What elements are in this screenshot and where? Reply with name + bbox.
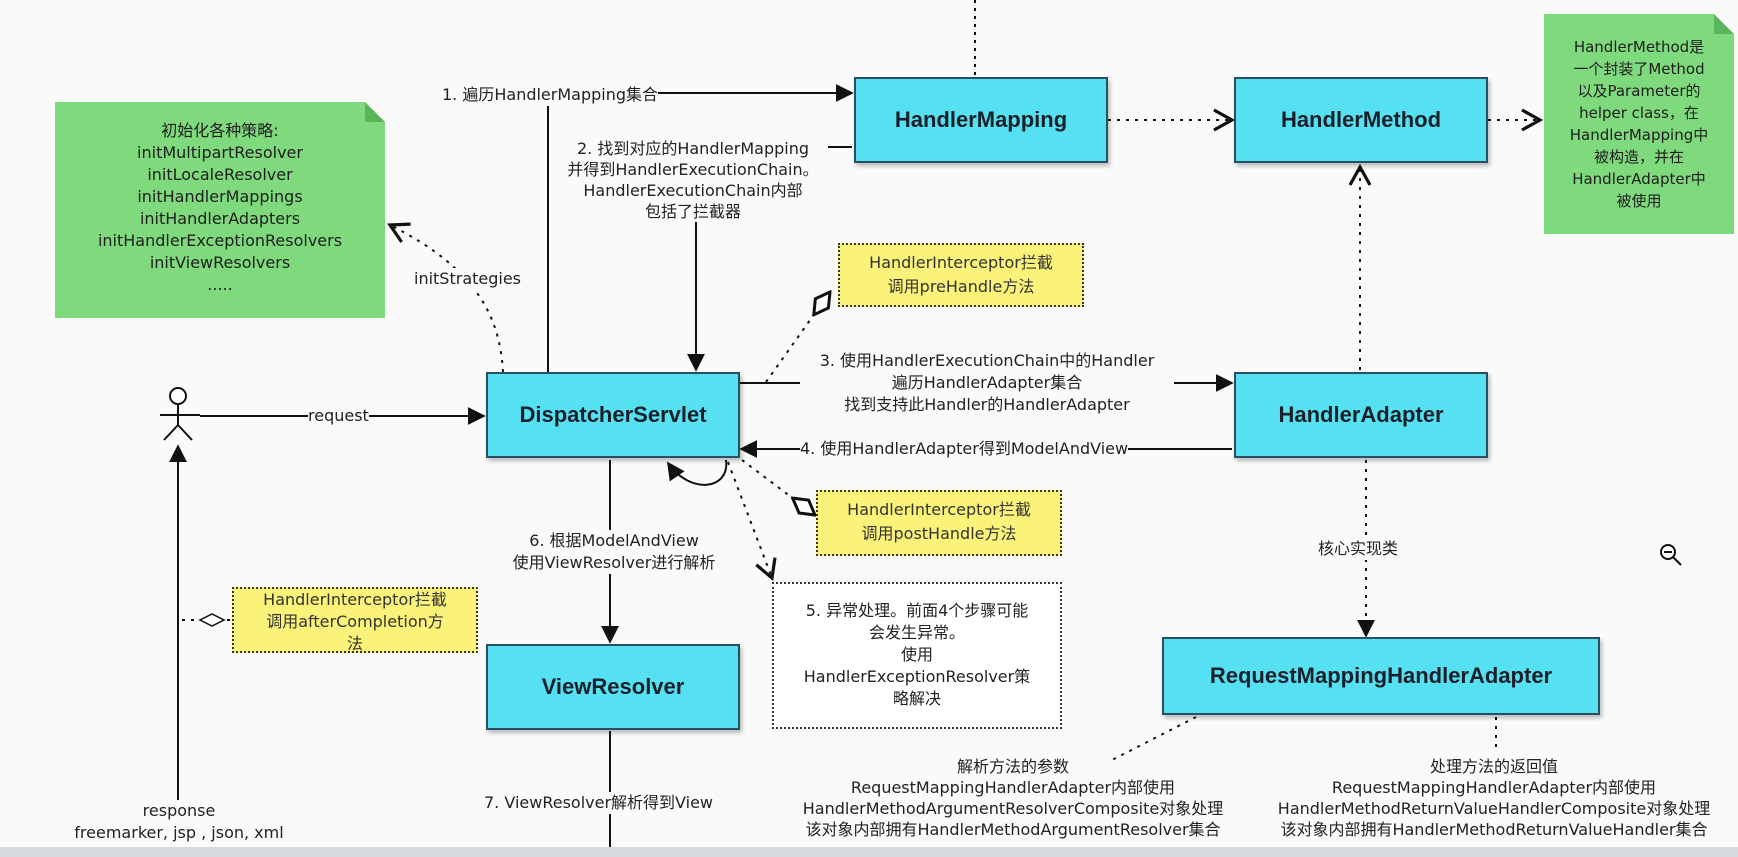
prehandle-note-line: HandlerInterceptor拦截 bbox=[869, 253, 1053, 272]
user-icon bbox=[160, 387, 200, 441]
prehandle-connector bbox=[765, 292, 830, 383]
dispatcher-servlet-box: DispatcherServlet bbox=[486, 372, 740, 458]
handler-method-note: HandlerMethod是 一个封装了Method 以及Parameter的 … bbox=[1544, 14, 1734, 234]
params-connector bbox=[1111, 716, 1197, 761]
zoom-out-icon bbox=[1660, 544, 1682, 566]
exception-note-line: 使用 bbox=[900, 645, 933, 664]
exception-note: 5. 异常处理。前面4个步骤可能 会发生异常。 使用 HandlerExcept… bbox=[772, 582, 1062, 729]
posthandle-note-line: HandlerInterceptor拦截 bbox=[847, 500, 1031, 519]
step2-label-line: HandlerExecutionChain内部 bbox=[583, 181, 803, 200]
core-impl-label: 核心实现类 bbox=[1318, 538, 1399, 560]
aftercompletion-diamond bbox=[198, 613, 226, 627]
resolve-params-line: 解析方法的参数 bbox=[956, 757, 1069, 776]
return-values-line: RequestMappingHandlerAdapter内部使用 bbox=[1331, 778, 1657, 797]
step2-label-line: 2. 找到对应的HandlerMapping bbox=[576, 139, 810, 158]
prehandle-note-line: 调用preHandle方法 bbox=[887, 277, 1035, 296]
posthandle-note: HandlerInterceptor拦截 调用postHandle方法 bbox=[816, 490, 1062, 556]
step6-label-line: 6. 根据ModelAndView bbox=[529, 531, 699, 550]
strategy-item: initHandlerMappings bbox=[137, 187, 303, 206]
note-fold-corner bbox=[365, 102, 385, 122]
step3-label-line: 找到支持此Handler的HandlerAdapter bbox=[844, 395, 1130, 414]
step3-label: 3. 使用HandlerExecutionChain中的Handler 遍历Ha… bbox=[800, 350, 1174, 416]
step1-arrow bbox=[547, 84, 854, 372]
request-mapping-handler-adapter-label: RequestMappingHandlerAdapter bbox=[1209, 663, 1553, 688]
handler-method-label: HandlerMethod bbox=[1280, 107, 1442, 132]
return-values-label: 处理方法的返回值 RequestMappingHandlerAdapter内部使… bbox=[1250, 756, 1738, 840]
exception-note-line: 会发生异常。 bbox=[868, 623, 965, 642]
init-strategies-arrow bbox=[387, 222, 504, 373]
step4-label: 4. 使用HandlerAdapter得到ModelAndView bbox=[800, 438, 1129, 460]
strategy-item: initLocaleResolver bbox=[147, 165, 293, 184]
strategy-item: initHandlerAdapters bbox=[139, 209, 301, 228]
return-values-line: HandlerMethodReturnValueHandlerComposite… bbox=[1277, 799, 1711, 818]
resolve-params-line: 该对象内部拥有HandlerMethodArgumentResolver集合 bbox=[805, 820, 1221, 839]
handler-method-note-line: 一个封装了Method bbox=[1573, 60, 1705, 78]
view-resolver-label: ViewResolver bbox=[541, 674, 685, 699]
step2-label-line: 并得到HandlerExecutionChain。 bbox=[567, 160, 819, 179]
strategy-item: initMultipartResolver bbox=[137, 143, 303, 162]
prehandle-note: HandlerInterceptor拦截 调用preHandle方法 bbox=[838, 243, 1084, 307]
request-label: request bbox=[308, 405, 369, 427]
strategy-item: initHandlerExceptionResolvers bbox=[97, 231, 343, 250]
init-strategies-label: initStrategies bbox=[414, 268, 522, 290]
step2-label: 2. 找到对应的HandlerMapping 并得到HandlerExecuti… bbox=[558, 138, 828, 222]
return-values-line: 该对象内部拥有HandlerMethodReturnValueHandler集合 bbox=[1280, 820, 1708, 839]
init-strategies-note: 初始化各种策略: initMultipartResolver initLocal… bbox=[55, 102, 385, 318]
handler-method-note-line: HandlerAdapter中 bbox=[1572, 170, 1706, 188]
aftercompletion-note: HandlerInterceptor拦截 调用afterCompletion方 … bbox=[232, 587, 478, 653]
posthandle-note-line: 调用postHandle方法 bbox=[861, 524, 1017, 543]
request-mapping-handler-adapter-box: RequestMappingHandlerAdapter bbox=[1162, 637, 1600, 715]
handler-method-note-line: 被构造，并在 bbox=[1593, 148, 1684, 166]
aftercompletion-note-line: 法 bbox=[346, 634, 363, 653]
response-label-line: response bbox=[142, 801, 216, 820]
exception-note-line: 略解决 bbox=[892, 689, 941, 708]
exception-note-line: HandlerExceptionResolver策 bbox=[803, 667, 1031, 686]
handler-mapping-label: HandlerMapping bbox=[894, 107, 1068, 132]
step1-label: 1. 遍历HandlerMapping集合 bbox=[442, 84, 659, 106]
handler-method-note-line: HandlerMethod是 bbox=[1573, 38, 1705, 56]
posthandle-connector bbox=[741, 459, 815, 515]
response-label: response freemarker, jsp , json, xml bbox=[62, 800, 296, 844]
self-loop-arrow bbox=[666, 459, 728, 486]
handler-method-box: HandlerMethod bbox=[1234, 77, 1488, 163]
step3-label-line: 遍历HandlerAdapter集合 bbox=[891, 373, 1083, 392]
step7-label: 7. ViewResolver解析得到View bbox=[484, 792, 713, 814]
aftercompletion-note-line: HandlerInterceptor拦截 bbox=[263, 590, 447, 609]
step2-label-line: 包括了拦截器 bbox=[644, 202, 741, 221]
resolve-params-line: RequestMappingHandlerAdapter内部使用 bbox=[850, 778, 1176, 797]
resolve-params-label: 解析方法的参数 RequestMappingHandlerAdapter内部使用… bbox=[776, 756, 1250, 840]
step6-label: 6. 根据ModelAndView 使用ViewResolver进行解析 bbox=[498, 530, 730, 574]
strategy-item: initViewResolvers bbox=[149, 253, 291, 272]
handler-method-note-line: 被使用 bbox=[1616, 192, 1662, 210]
view-resolver-box: ViewResolver bbox=[486, 644, 740, 730]
strategy-item: ..... bbox=[207, 275, 233, 294]
handler-method-note-line: HandlerMapping中 bbox=[1569, 126, 1709, 144]
aftercompletion-note-line: 调用afterCompletion方 bbox=[266, 612, 444, 631]
return-values-line: 处理方法的返回值 bbox=[1429, 757, 1558, 776]
handler-method-note-line: helper class，在 bbox=[1579, 104, 1699, 122]
dispatcher-servlet-label: DispatcherServlet bbox=[519, 402, 707, 427]
step6-label-line: 使用ViewResolver进行解析 bbox=[512, 553, 716, 572]
response-label-line: freemarker, jsp , json, xml bbox=[74, 823, 284, 842]
handler-adapter-box: HandlerAdapter bbox=[1234, 372, 1488, 458]
handler-adapter-label: HandlerAdapter bbox=[1278, 402, 1444, 427]
step3-label-line: 3. 使用HandlerExecutionChain中的Handler bbox=[819, 351, 1155, 370]
handler-method-note-line: 以及Parameter的 bbox=[1577, 82, 1701, 100]
handler-mapping-box: HandlerMapping bbox=[854, 77, 1108, 163]
note-fold-corner bbox=[1714, 14, 1734, 34]
strategies-title: 初始化各种策略: bbox=[161, 121, 279, 140]
exception-connector bbox=[727, 461, 777, 582]
resolve-params-line: HandlerMethodArgumentResolverComposite对象… bbox=[802, 799, 1224, 818]
exception-note-line: 5. 异常处理。前面4个步骤可能 bbox=[805, 601, 1029, 620]
